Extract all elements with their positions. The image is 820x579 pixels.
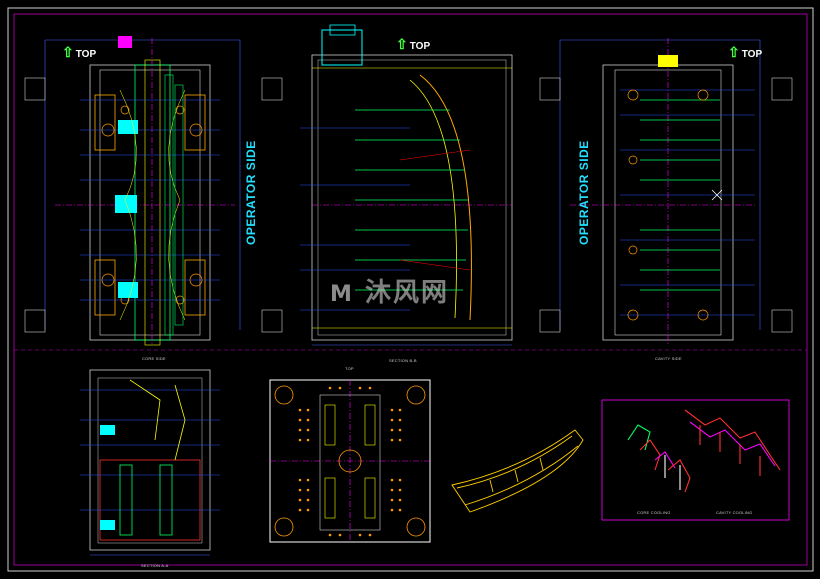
- caption-cavity-side: CAVITY SIDE: [655, 356, 682, 361]
- top-text: TOP: [75, 49, 97, 60]
- top-text: TOP: [741, 49, 763, 60]
- caption-core-cooling: CORE COOLING: [637, 510, 671, 515]
- watermark-text: 沐风网: [364, 278, 449, 308]
- watermark-m-icon: M: [330, 282, 354, 307]
- caption-section-bb: SECTION B-B: [389, 358, 417, 363]
- top-text: TOP: [409, 41, 431, 52]
- cooling-views: [601, 399, 790, 521]
- section-aa-view: [80, 369, 220, 556]
- up-arrow-icon: ⇧: [62, 44, 74, 60]
- top-label-core: ⇧TOP: [62, 44, 96, 61]
- caption-top-small: TOP: [345, 366, 354, 371]
- caption-cavity-cooling: CAVITY COOLING: [716, 510, 753, 515]
- operator-side-label-left: OPERATOR SIDE: [244, 140, 258, 245]
- section-bb-view: [300, 24, 513, 346]
- top-label-cavity: ⇧TOP: [728, 44, 762, 61]
- part-curve-inner: [409, 79, 457, 319]
- mold-plate-view: [269, 379, 431, 543]
- part-3d-view: [451, 429, 584, 513]
- cavity-side-view: [539, 38, 793, 345]
- core-plate: [89, 64, 211, 341]
- caption-core-side: CORE SIDE: [142, 356, 166, 361]
- core-side-view: [24, 36, 283, 346]
- watermark-logo: M 沐风网: [330, 272, 449, 309]
- part-curve-outer: [419, 74, 472, 321]
- up-arrow-icon: ⇧: [728, 44, 740, 60]
- caption-section-aa: SECTION A-A: [141, 563, 169, 568]
- top-label-section: ⇧TOP: [396, 36, 430, 53]
- up-arrow-icon: ⇧: [396, 36, 408, 52]
- drawing-frame: [7, 7, 814, 572]
- drawing-inner-frame: [13, 13, 808, 566]
- operator-side-label-right: OPERATOR SIDE: [577, 140, 591, 245]
